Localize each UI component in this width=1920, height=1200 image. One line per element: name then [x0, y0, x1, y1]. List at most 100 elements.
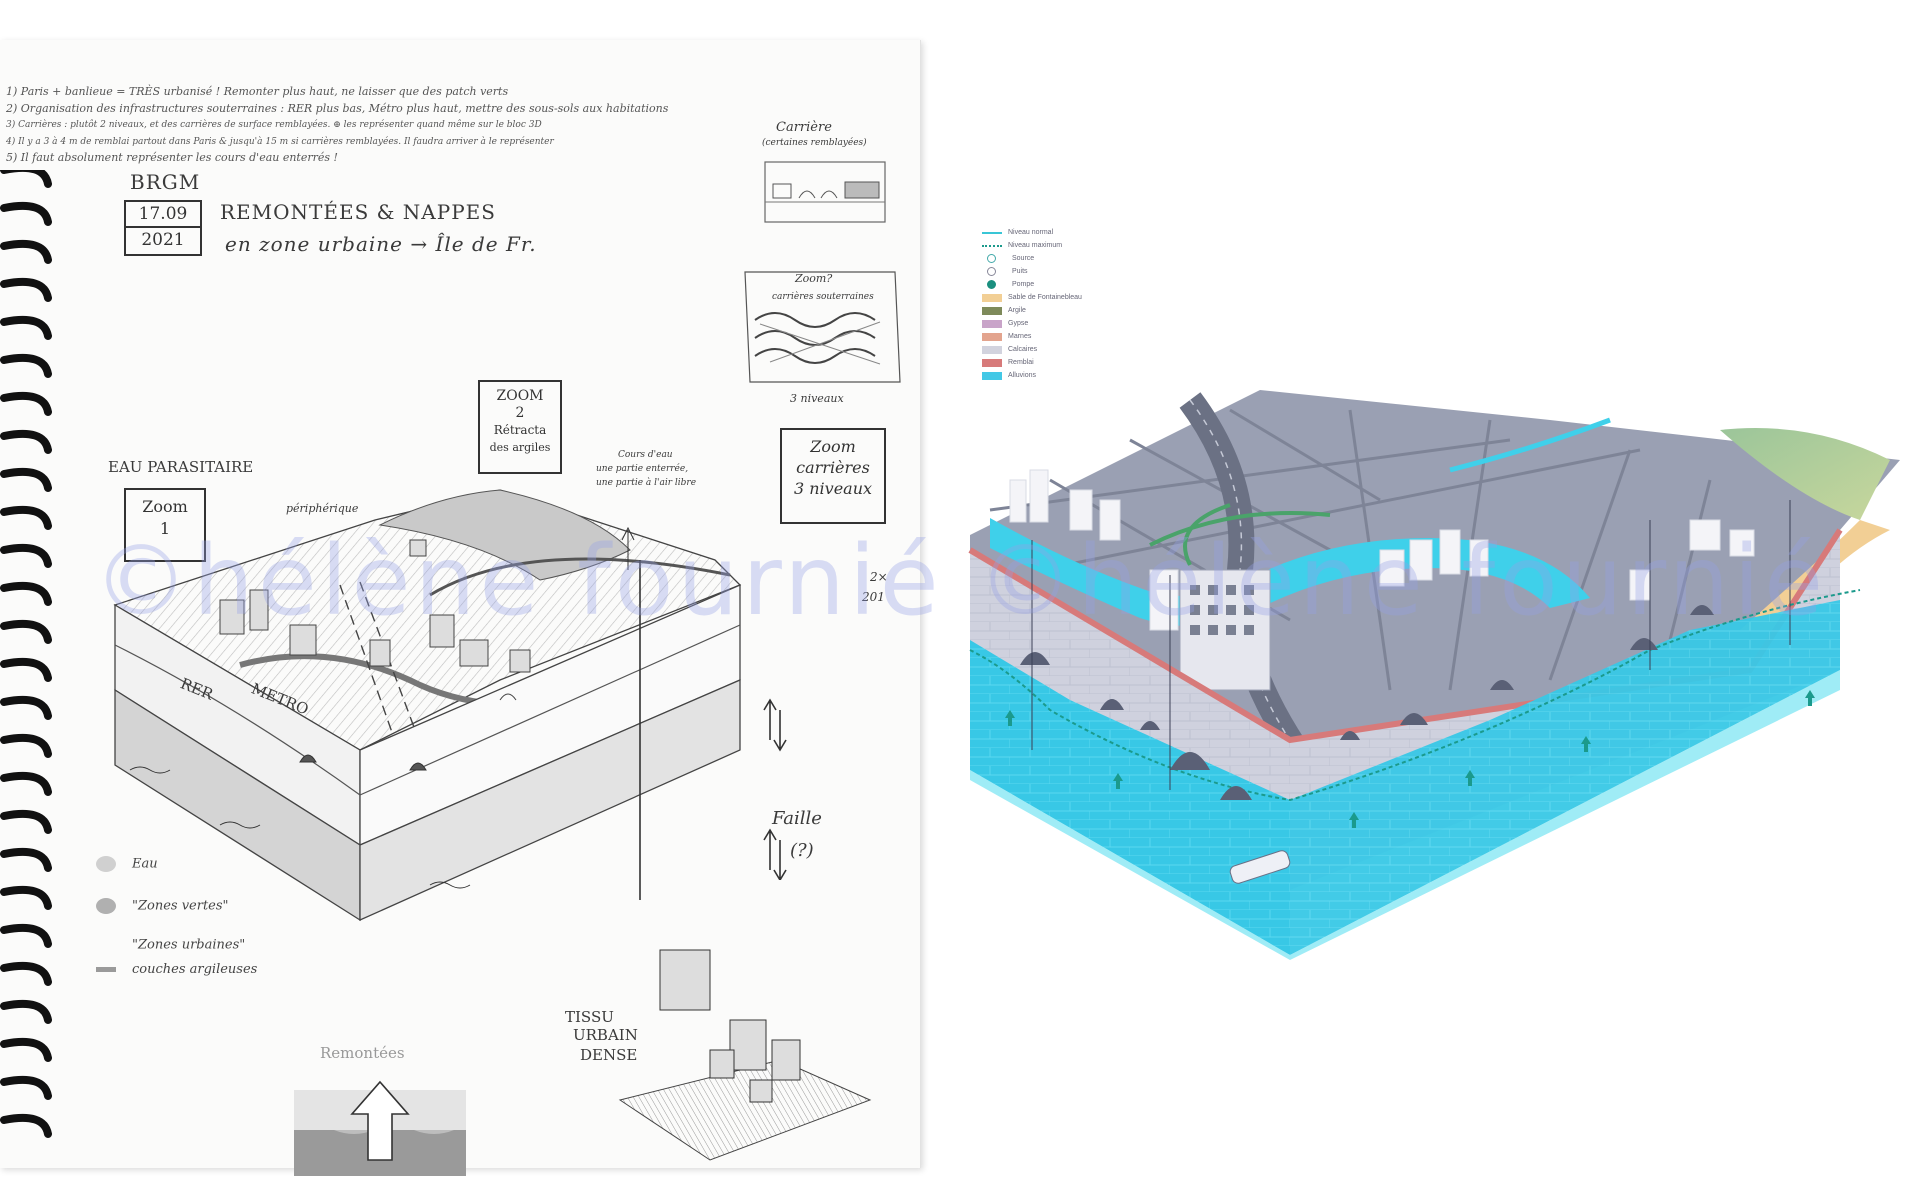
sketch-date-year: 2021 [126, 226, 200, 252]
green-paths [1149, 503, 1331, 566]
legend-label: "Zones vertes" [132, 898, 229, 914]
legend-item: Marnes [982, 330, 1082, 343]
legend-label: Source [1012, 255, 1035, 262]
legend-label: Remblai [1008, 359, 1034, 366]
legend-swatch [96, 856, 116, 872]
water-left [970, 640, 1290, 955]
metro-train [1229, 850, 1291, 884]
legend-label: Gypse [1008, 320, 1029, 327]
tunnels [1020, 605, 1714, 800]
legend-item: Argile [982, 304, 1082, 317]
legend-label: Argile [1008, 307, 1026, 314]
water-front-glow [970, 670, 1840, 960]
sketch-niveaux: 3 niveaux [790, 392, 844, 405]
legend-item: Alluvions [982, 369, 1082, 382]
sketch-zoom3-text: carrières [796, 458, 870, 477]
green-hill [1720, 428, 1890, 520]
water-right [1290, 600, 1840, 955]
pump-icon [987, 280, 996, 289]
sketch-block-diagram [113, 489, 742, 922]
note-line: 4) Il y a 3 à 4 m de remblai partout dan… [6, 136, 554, 147]
legend-item: Remblai [982, 356, 1082, 369]
legend-label: Marnes [1008, 333, 1032, 340]
legend-item: Calcaires [982, 343, 1082, 356]
legend-swatch [982, 293, 1002, 302]
sketch-cours-eau-1: Cours d'eau [618, 450, 673, 460]
sketch-tissu-2: URBAIN [573, 1026, 638, 1044]
sketch-legend-row: "Zones urbaines" [96, 937, 245, 953]
sketch-faille-arrows [763, 698, 787, 880]
sketch-zoom-carrieres-box: Zoom carrières 3 niveaux [780, 428, 886, 524]
legend-swatch [982, 319, 1002, 328]
legend-item: Gypse [982, 317, 1082, 330]
note-line: 5) Il faut absolument représenter les co… [6, 151, 338, 164]
legend-label: Calcaires [1008, 346, 1038, 353]
legend-line [982, 231, 1002, 234]
spiral-binding [0, 170, 52, 1138]
sketch-zoom1-label: Zoom [142, 497, 188, 516]
render-block-diagram: 3P [968, 390, 1900, 960]
legend-swatch [96, 967, 116, 972]
sketch-carriere-drawing [764, 161, 886, 223]
source-icon [987, 254, 996, 263]
sketch-org: BRGM [130, 170, 201, 194]
sketch-legend-row: Eau [96, 856, 158, 872]
sketch-zoom2-num: 2 [515, 405, 525, 421]
well-icon [987, 267, 996, 276]
legend-label: couches argileuses [132, 962, 258, 977]
sketch-201: 201 [862, 590, 885, 604]
sketch-zoom1-num: 1 [159, 519, 171, 538]
sketch-date-box: 17.09 2021 [124, 200, 202, 256]
city-blocks [1009, 469, 1755, 631]
legend-swatch [96, 937, 116, 953]
sketch-tissu-drawing [618, 949, 872, 1161]
legend-swatch [96, 898, 116, 914]
legend-label: Niveau maximum [1008, 242, 1063, 249]
legend-item: Niveau maximum [982, 239, 1082, 252]
note-line: 3) Carrières : plutôt 2 niveaux, et des … [6, 120, 542, 130]
sketch-zoom-q-sub: carrières souterraines [772, 292, 874, 302]
sketch-notes: 1) Paris + banlieue = TRÈS urbanisé ! Re… [6, 84, 668, 167]
legend-label: Puits [1012, 268, 1028, 275]
sketch-subtitle: en zone urbaine → Île de Fr. [225, 232, 537, 256]
legend-label: Niveau normal [1008, 229, 1054, 236]
sketch-zoom-q: Zoom? [795, 272, 833, 285]
legend-dash [982, 244, 1002, 247]
legend-swatch [982, 345, 1002, 354]
legend-label: "Zones urbaines" [132, 937, 246, 953]
sketch-carriere-sub: (certaines remblayées) [762, 138, 867, 148]
sketch-carriere-title: Carrière [776, 120, 832, 135]
sketch-zoom1-box: Zoom 1 [124, 488, 206, 562]
note-line: 2) Organisation des infrastructures sout… [6, 101, 669, 115]
legend-label: Alluvions [1008, 372, 1037, 379]
sketch-2x: 2× [870, 570, 888, 584]
sketch-zoom2-box: ZOOM 2 Rétracta des argiles [478, 380, 562, 474]
wells [1031, 500, 1791, 790]
sketch-zoom3-label: Zoom [810, 437, 856, 456]
legend-swatch [982, 332, 1002, 341]
legend-label: Sable de Fontainebleau [1008, 294, 1082, 301]
sketch-tissu-3: DENSE [580, 1046, 638, 1064]
legend-item: Niveau normal [982, 226, 1082, 239]
sketch-zoom-carrieres-drawing [744, 271, 901, 383]
sketch-eau-parasitaire: EAU PARASITAIRE [108, 458, 254, 476]
sketch-legend-row: "Zones vertes" [96, 898, 229, 914]
rising-arrows [1005, 690, 1815, 828]
legend-label: Pompe [1012, 281, 1035, 288]
sketch-cours-eau-3: une partie à l'air libre [596, 478, 697, 488]
sketch-tissu-1: TISSU [565, 1008, 614, 1026]
remblai-layer [968, 528, 1843, 744]
sketch-cours-eau-2: une partie enterrée, [596, 464, 689, 474]
river-north [1449, 417, 1611, 473]
sketch-zoom2-label: ZOOM [496, 388, 544, 404]
sketch-date-day: 17.09 [138, 204, 188, 224]
legend-item: Puits [982, 265, 1082, 278]
sketch-legend-row: couches argileuses [96, 962, 257, 977]
sketch-zoom2-text: Rétracta [493, 423, 547, 437]
legend-swatch [982, 358, 1002, 367]
render-legend: Niveau normal Niveau maximum Source Puit… [982, 226, 1082, 382]
legend-label: Eau [132, 856, 158, 872]
sketchbook-page: 1) Paris + banlieue = TRÈS urbanisé ! Re… [0, 40, 921, 1176]
note-line: 1) Paris + banlieue = TRÈS urbanisé ! Re… [6, 85, 509, 98]
legend-item: Sable de Fontainebleau [982, 291, 1082, 304]
